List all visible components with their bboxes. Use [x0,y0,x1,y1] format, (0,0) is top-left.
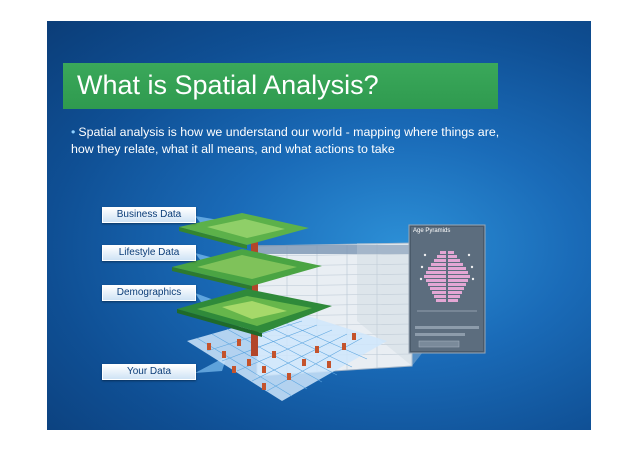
layer-label-your-data: Your Data [102,364,196,380]
bullet-icon: • [71,125,76,139]
age-pyramid-panel [408,224,486,354]
age-pyramid-title: Age Pyramids [413,228,451,234]
bullet-text-block: •Spatial analysis is how we understand o… [71,124,521,158]
base-grid [187,311,387,401]
title-bar: What is Spatial Analysis? [63,63,498,109]
slide-title: What is Spatial Analysis? [77,70,379,100]
bullet-text: Spatial analysis is how we understand ou… [71,125,500,156]
layer-label-demographics: Demographics [102,285,196,301]
layer-business [179,213,309,249]
layer-lifestyle [172,249,322,290]
layer-demographics [177,289,332,337]
layer-label-business: Business Data [102,207,196,223]
slide: What is Spatial Analysis? •Spatial analy… [47,21,591,430]
spatial-layers-illustration [172,213,486,401]
layer-label-lifestyle: Lifestyle Data [102,245,196,261]
